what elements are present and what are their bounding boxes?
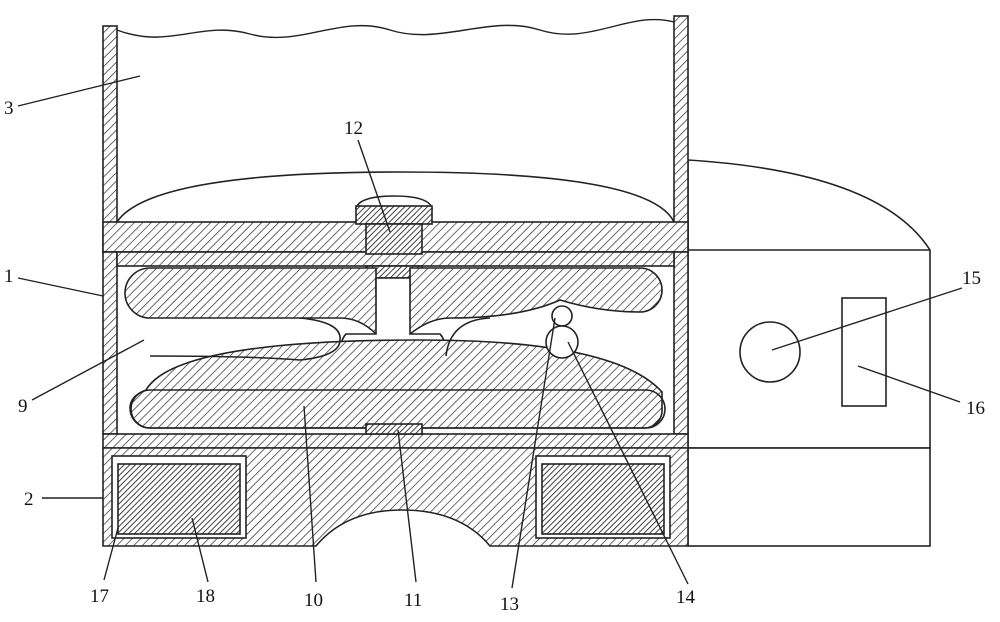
sensor-14 [545,325,579,359]
leader-lines [17,75,963,589]
label-1: 1 [4,266,14,287]
side-housing [687,159,931,547]
label-15: 15 [962,268,981,289]
label-10: 10 [304,590,323,611]
lower-rounded-bar-outline [130,389,666,429]
indicator-15 [739,321,801,383]
label-3: 3 [4,98,14,119]
battery-cell-left [117,463,241,535]
switch-16 [841,297,887,407]
label-12: 12 [344,118,363,139]
spacer-11 [365,423,423,435]
label-13: 13 [500,594,519,615]
sensor-13 [551,305,573,327]
label-9: 9 [18,396,28,417]
label-11: 11 [404,590,422,611]
right-recess [445,317,491,357]
bolt-12 [354,195,434,279]
chamber-wall-left [102,251,118,435]
wavy-break-line [116,18,675,39]
left-recess [149,317,341,361]
chamber-wall-right [673,251,689,435]
battery-cell-right [541,463,665,535]
container-wall-left [102,25,118,253]
chamber-bottom-plate [102,433,689,449]
container-wall-right [673,15,689,253]
label-16: 16 [966,398,985,419]
label-18: 18 [196,586,215,607]
lower-dome-member [129,339,663,429]
label-2: 2 [24,489,34,510]
label-14: 14 [676,587,696,608]
label-17: 17 [90,586,109,607]
